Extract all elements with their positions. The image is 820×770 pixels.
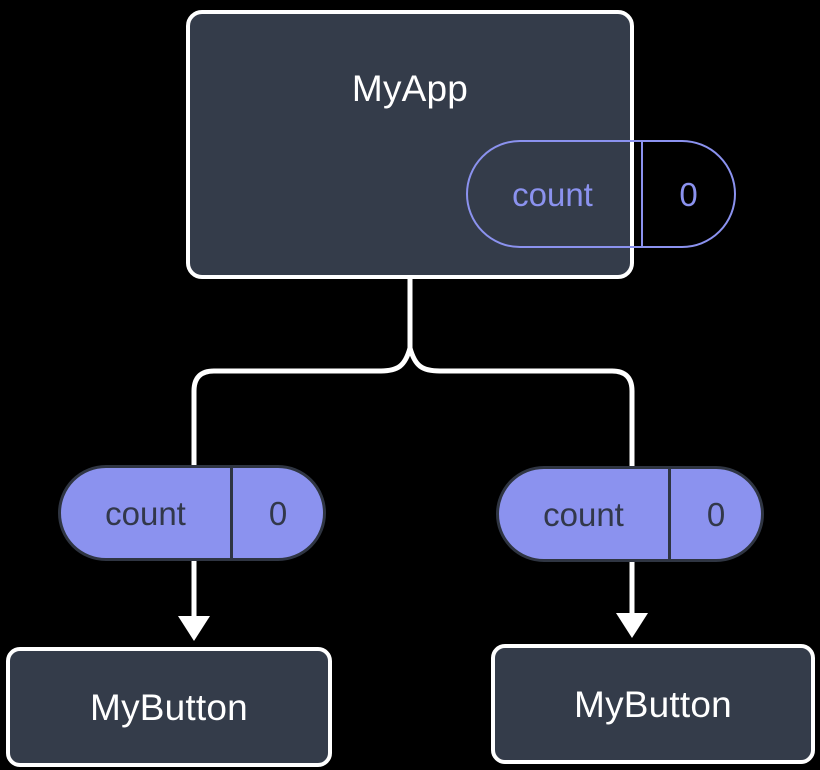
edge-root-to-left-state — [191, 345, 413, 469]
node-mybutton-left-label: MyButton — [90, 686, 248, 728]
node-mybutton-right-label: MyButton — [574, 683, 732, 725]
state-pill-left[interactable]: count 0 — [58, 465, 326, 561]
node-myapp-label: MyApp — [351, 68, 469, 109]
state-pill-myapp-value: 0 — [679, 175, 698, 213]
state-pill-left-key: count — [61, 468, 233, 558]
arrowhead-left — [178, 616, 210, 641]
node-mybutton-right[interactable]: MyButton — [491, 644, 815, 764]
state-pill-right[interactable]: count 0 — [496, 466, 764, 562]
arrowhead-right — [616, 613, 648, 638]
state-pill-left-value: 0 — [268, 494, 288, 532]
state-pill-myapp[interactable]: count 0 — [466, 140, 736, 248]
node-mybutton-left[interactable]: MyButton — [6, 647, 332, 767]
state-pill-myapp-key: count — [468, 142, 643, 246]
state-pill-right-key: count — [499, 469, 671, 559]
node-myapp[interactable]: MyApp count 0 — [186, 10, 736, 279]
state-pill-right-value: 0 — [706, 495, 726, 533]
edge-root-to-right-state — [407, 345, 635, 471]
